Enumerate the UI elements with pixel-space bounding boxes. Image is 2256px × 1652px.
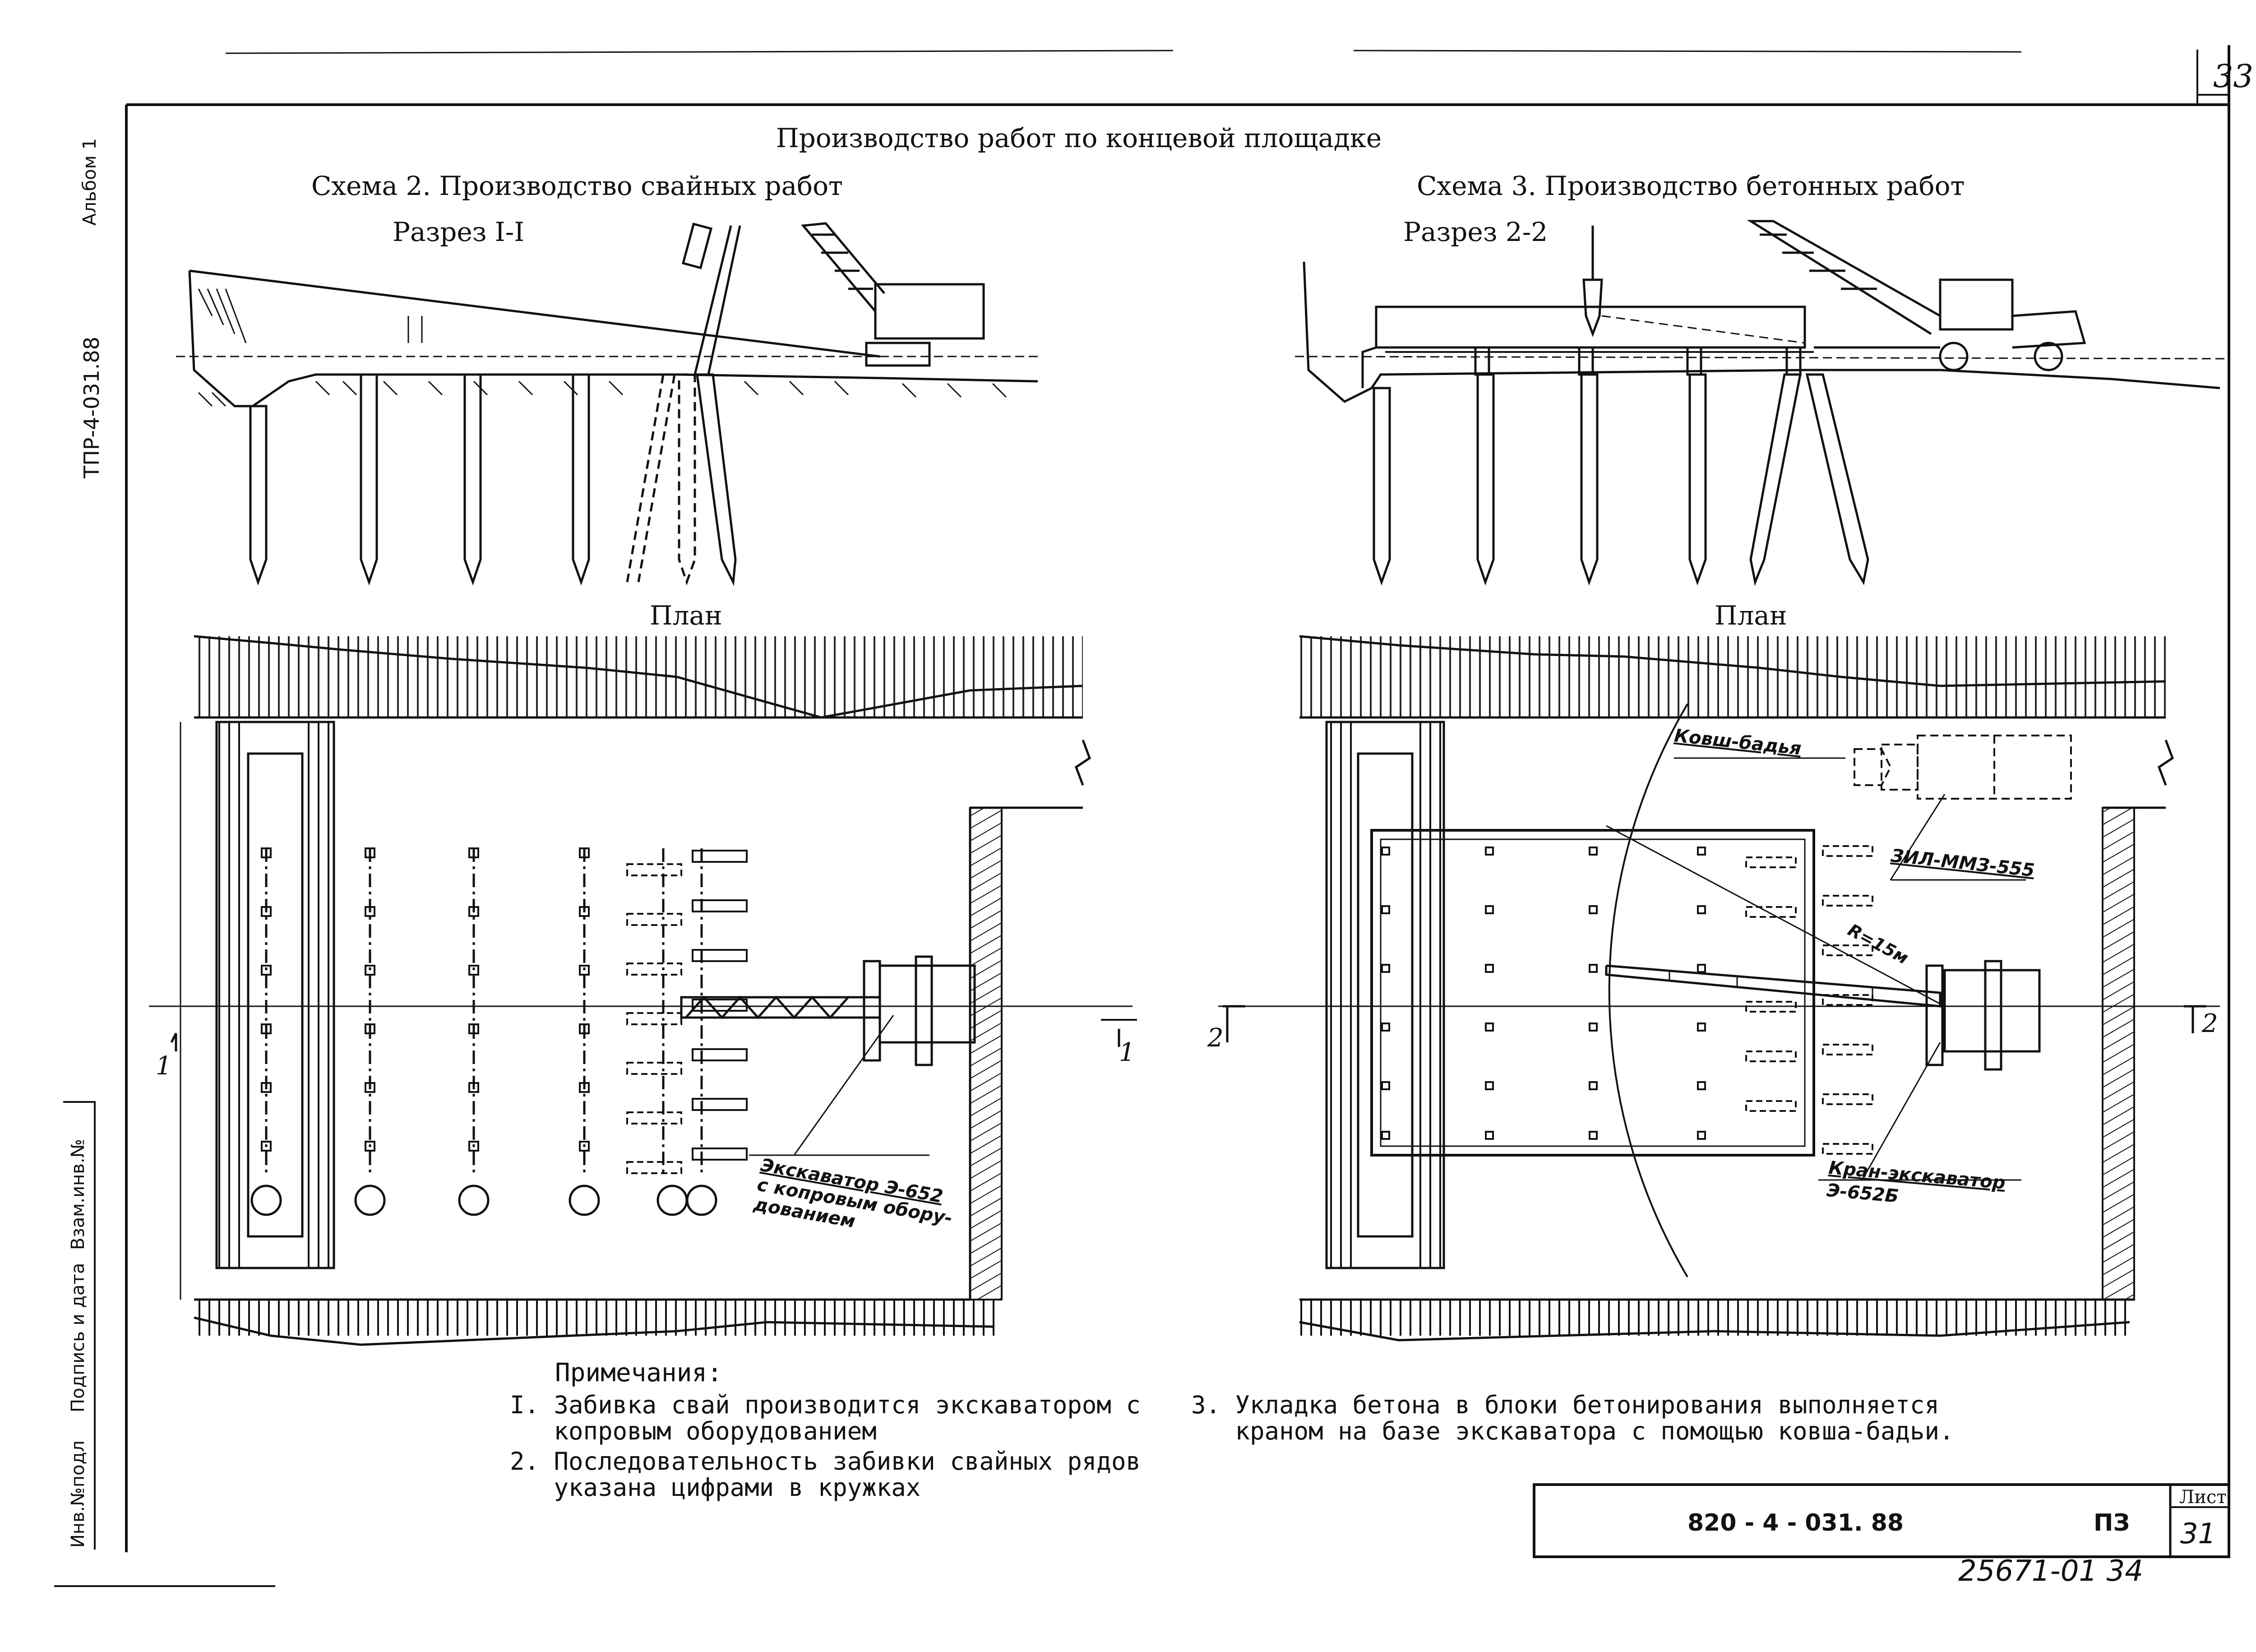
excavator-boom-plan [680,955,976,1156]
excavator-e652 [801,222,985,367]
inventory-number: 25671-01 34 [1958,1555,2143,1588]
section-mark-1-right: 1 [1119,1038,1135,1067]
margin-field-replace: Взам.инв.№ [68,1138,88,1250]
page-number: 33 [2213,58,2254,95]
stamp-document-code: 820 - 4 - 031. 88 [1687,1509,1904,1536]
notes-heading: Примечания: [555,1358,722,1388]
scheme-2-plan-label: План [650,600,722,631]
stamp-sheet-number: 31 [2180,1517,2216,1550]
section-1-1 [176,222,1038,586]
section-mark-2-left: 2 [1207,1023,1224,1053]
note-2: 2. Последовательность забивки свайных ря… [510,1447,1141,1502]
crane-truck-section [1747,220,2086,371]
drawing-frame [54,45,2230,1587]
plan-scheme-3 [1218,635,2220,1342]
scheme-3-section-label: Разрез 2-2 [1403,217,1548,247]
margin-fields-box [63,1101,96,1550]
margin-album: Альбом 1 [79,138,100,226]
scheme-3-title: Схема 3. Производство бетонных работ [1417,171,1965,201]
note-3: 3. Укладка бетона в блоки бетонирования … [1191,1391,1954,1445]
stamp-section: ПЗ [2094,1509,2130,1536]
section-2-2 [1294,220,2229,586]
drawing-title: Производство работ по концевой площадке [776,123,1382,153]
scheme-3-plan-label: План [1715,600,1787,631]
scheme-2-title: Схема 2. Производство свайных работ [311,171,843,201]
plan-scheme-2 [149,635,1137,1346]
section-mark-1-left: 1 [156,1051,172,1081]
margin-field-signature: Подпись и дата [68,1263,88,1412]
note-1: I. Забивка свай производится экскаваторо… [510,1391,1141,1445]
stamp-sheet-label: Лист [2179,1487,2227,1508]
margin-field-inv: Инв.№подл [68,1440,88,1548]
piles-section-1 [249,373,737,586]
scheme-2-section-label: Разрез I-I [393,217,525,247]
section-mark-2-right: 2 [2202,1009,2218,1038]
pile-rows [250,847,748,1216]
margin-code: ТПР-4-031.88 [79,337,104,478]
